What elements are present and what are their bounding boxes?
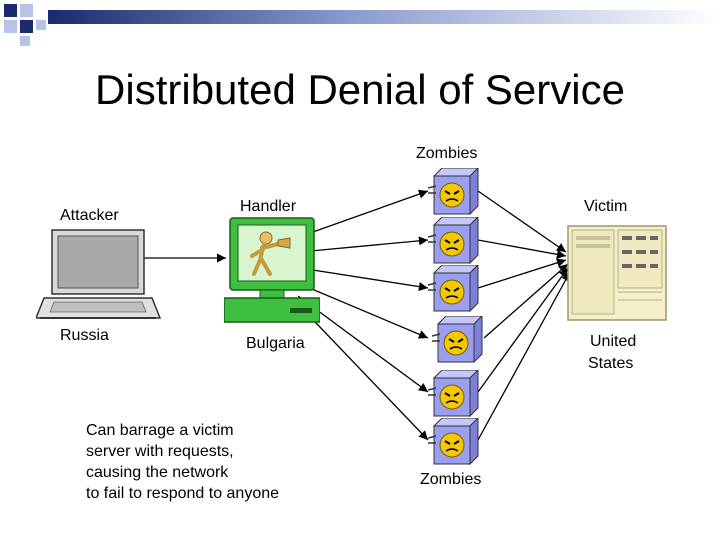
link-zombie-1-victim [477, 190, 567, 253]
link-zombie-4-victim [483, 263, 569, 339]
link-handler-zombie-1 [295, 189, 429, 239]
title-bar-decoration [48, 10, 720, 24]
link-zombie-3-victim [477, 258, 567, 289]
zombie-computer-icon [428, 217, 479, 265]
server-icon [567, 225, 667, 321]
desktop-computer-icon [224, 217, 320, 323]
handler-location-label: Bulgaria [246, 335, 305, 352]
handler-figure-icon [250, 231, 291, 276]
zombie-computer-icon [428, 418, 479, 466]
link-zombie-6-victim [477, 271, 571, 441]
link-zombie-5-victim [477, 267, 569, 393]
description-line: server with requests, [86, 443, 234, 460]
zombies-top-label: Zombies [416, 145, 478, 162]
description-line: Can barrage a victim [86, 422, 234, 439]
victim-location-line-1: United [590, 333, 637, 350]
link-handler-zombie-3 [299, 267, 429, 292]
attacker-location-label: Russia [60, 327, 109, 344]
link-handler-zombie-4 [299, 283, 429, 339]
victim-location-line-2: States [588, 355, 634, 372]
zombies-bottom-label: Zombies [420, 471, 482, 488]
description-line: to fail to respond to anyone [86, 485, 280, 502]
description-text: Can barrage a victim server with request… [86, 420, 279, 504]
link-zombie-2-victim [477, 239, 567, 259]
slide-title: Distributed Denial of Service [95, 66, 625, 113]
zombie-computer-icon [428, 265, 479, 313]
link-handler-zombie-6 [295, 301, 429, 441]
attacker-label: Attacker [60, 207, 119, 224]
handler-label: Handler [240, 198, 297, 215]
zombie-computer-icon [432, 316, 483, 364]
link-handler-zombie-2 [299, 236, 429, 253]
zombie-computer-icon [428, 168, 479, 216]
description-line: causing the network [86, 464, 229, 481]
victim-label: Victim [584, 198, 628, 215]
zombie-computer-icon [428, 370, 479, 418]
corner-decoration [4, 4, 46, 46]
laptop-icon [36, 229, 162, 319]
